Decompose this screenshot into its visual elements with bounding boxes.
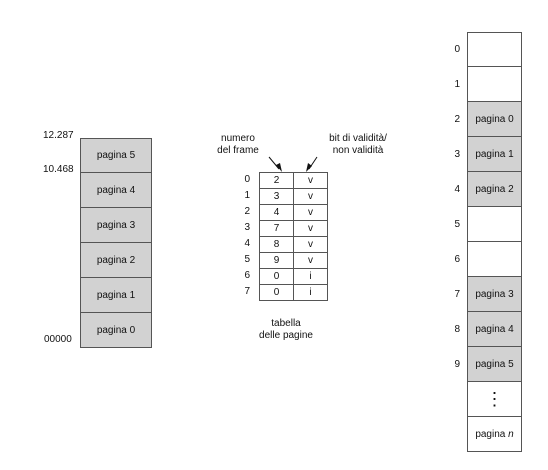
frame-cell xyxy=(467,67,522,102)
frame-number: 0 xyxy=(454,44,460,55)
last-page-suffix: n xyxy=(508,428,514,440)
logical-memory: pagina 5 pagina 4 pagina 3 pagina 2 pagi… xyxy=(80,138,152,348)
frame-number: 7 xyxy=(454,289,460,300)
logical-page-cell: pagina 3 xyxy=(80,208,152,243)
frame-cell xyxy=(467,207,522,242)
frame-cell: pagina 5 xyxy=(467,347,522,382)
page-index: 1 xyxy=(244,190,250,201)
frame-cell: 7 xyxy=(259,220,294,237)
logical-page-cell: pagina 5 xyxy=(80,138,152,173)
logical-page-cell: pagina 1 xyxy=(80,278,152,313)
frame-cell: pagina 3 xyxy=(467,277,522,312)
frame-label-line: del frame xyxy=(217,145,259,156)
frame-numbers: 0 1 2 3 4 5 6 7 8 9 xyxy=(440,32,460,382)
frame-number: 4 xyxy=(454,184,460,195)
frame-number: 1 xyxy=(454,79,460,90)
page-index: 3 xyxy=(244,222,250,233)
frame-cell: 0 xyxy=(259,284,294,301)
arrow-valid-head xyxy=(306,163,312,172)
valid-bit-label: bit di validità/ non validità xyxy=(313,133,403,157)
valid-cell: v xyxy=(293,220,328,237)
logical-page-cell: pagina 2 xyxy=(80,243,152,278)
frame-label-line: numero xyxy=(221,133,255,144)
frame-number: 9 xyxy=(454,359,460,370)
valid-label-line: bit di validità/ xyxy=(329,133,387,144)
logical-addr-top: 12.287 xyxy=(43,130,74,141)
page-index: 7 xyxy=(244,286,250,297)
page-index: 5 xyxy=(244,254,250,265)
frame-cell: 3 xyxy=(259,188,294,205)
frame-number-label: numero del frame xyxy=(208,133,268,157)
valid-cell: i xyxy=(293,268,328,285)
frame-cell: 8 xyxy=(259,236,294,253)
arrows xyxy=(268,156,318,172)
page-index: 0 xyxy=(244,174,250,185)
frame-cell: pagina 4 xyxy=(467,312,522,347)
page-table-caption: tabella delle pagine xyxy=(246,318,326,342)
frame-number: 2 xyxy=(454,114,460,125)
valid-cell: v xyxy=(293,252,328,269)
valid-cell: v xyxy=(293,236,328,253)
frame-cell: 4 xyxy=(259,204,294,221)
frame-cell: 2 xyxy=(259,172,294,189)
frame-number: 8 xyxy=(454,324,460,335)
logical-addr-bottom: 00000 xyxy=(44,334,72,345)
frame-number: 5 xyxy=(454,219,460,230)
arrow-frame-line xyxy=(268,156,280,170)
valid-cell: v xyxy=(293,188,328,205)
logical-page-cell: pagina 4 xyxy=(80,173,152,208)
page-index: 2 xyxy=(244,206,250,217)
logical-addr-second: 10.468 xyxy=(43,164,74,175)
valid-cell: i xyxy=(293,284,328,301)
frame-cell: pagina 2 xyxy=(467,172,522,207)
frame-cell: 9 xyxy=(259,252,294,269)
page-index: 6 xyxy=(244,270,250,281)
caption-line: delle pagine xyxy=(259,330,313,341)
page-table-indices: 0 1 2 3 4 5 6 7 xyxy=(236,172,250,300)
valid-label-line: non validità xyxy=(332,145,384,156)
page-index: 4 xyxy=(244,238,250,249)
caption-line: tabella xyxy=(271,318,301,329)
frame-cell: 0 xyxy=(259,268,294,285)
frame-number: 3 xyxy=(454,149,460,160)
last-page-prefix: pagina xyxy=(475,428,509,440)
last-page-cell: pagina n xyxy=(467,417,522,452)
frame-cell: pagina 1 xyxy=(467,137,522,172)
frame-cell xyxy=(467,32,522,67)
valid-cell: v xyxy=(293,172,328,189)
frame-number: 6 xyxy=(454,254,460,265)
frame-cell: pagina 0 xyxy=(467,102,522,137)
physical-memory: pagina 0 pagina 1 pagina 2 pagina 3 pagi… xyxy=(467,32,522,452)
arrow-frame-head xyxy=(276,163,282,172)
frame-cell xyxy=(467,242,522,277)
ellipsis-cell: ⋮ xyxy=(467,382,522,417)
valid-cell: v xyxy=(293,204,328,221)
logical-page-cell: pagina 0 xyxy=(80,313,152,348)
